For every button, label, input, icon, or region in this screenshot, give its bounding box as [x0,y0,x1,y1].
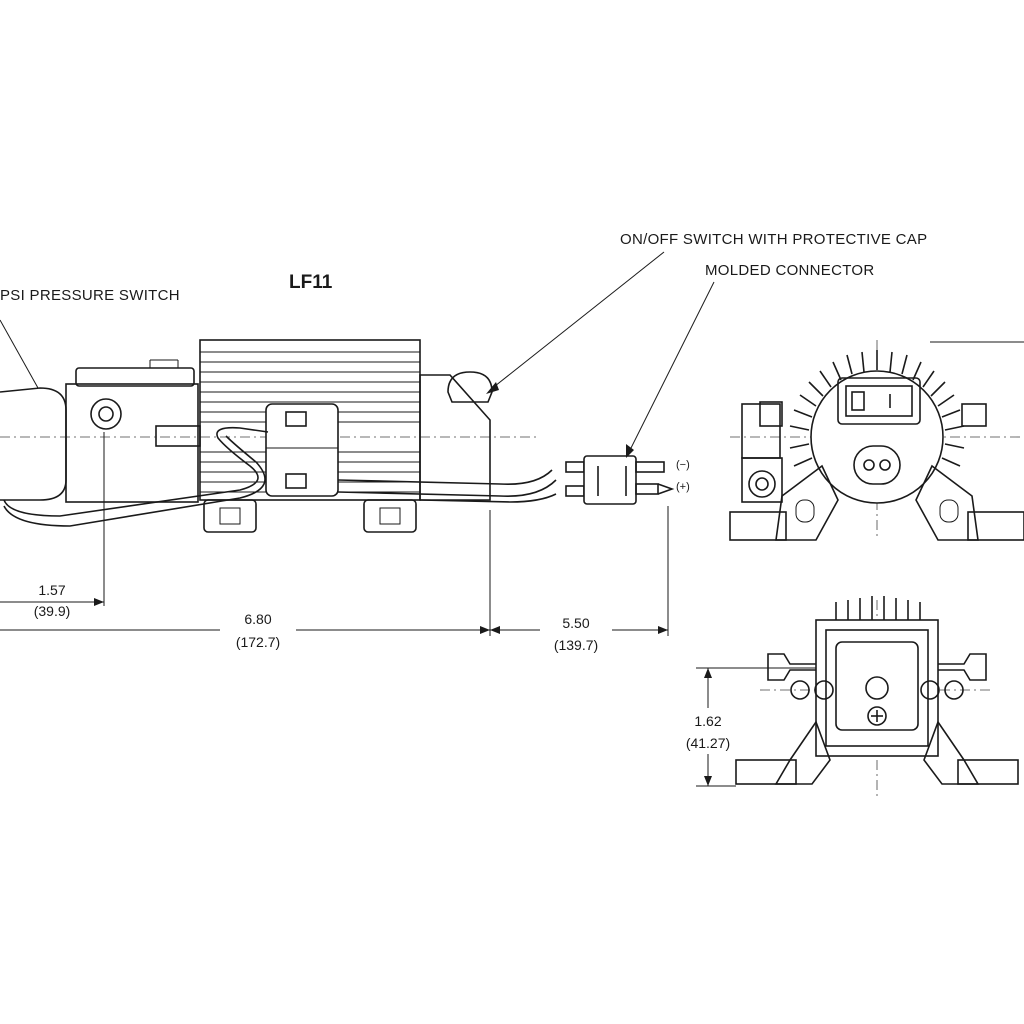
dim-1-inches: 1.57 [38,582,66,598]
dim-3-mm: (139.7) [553,637,599,653]
lead-wire-2 [337,479,557,497]
front-view-foot-left [735,759,797,785]
on-off-switch-leader [489,251,665,391]
connector-socket [853,445,901,485]
lead-wire-1 [337,469,553,486]
model-label: LF11 [289,272,333,293]
front-view-head [815,619,939,757]
pump-housing [65,383,199,503]
dim-4-mm: (41.27) [685,735,731,751]
polarity-positive-label: (+) [676,481,690,493]
front-view-port [865,676,889,700]
dim-4-inches: 1.62 [694,713,722,729]
front-view [696,596,1019,800]
on-off-switch-label: ON/OFF SWITCH WITH PROTECTIVE CAP [620,231,928,248]
pump-housing-top [75,367,195,387]
front-view-foot-right [957,759,1019,785]
wire-loop-b [3,435,266,527]
polarity-negative-label: (−) [676,459,690,471]
mount-foot-left [203,499,257,533]
dim-1-mm: (39.9) [33,603,71,619]
front-view-leg-left [774,720,831,785]
molded-connector-leader [627,281,715,455]
end-view [729,340,1024,541]
dim-2-inches: 6.80 [244,611,272,627]
end-view-foot-right [967,511,1024,541]
pressure-switch-leader [0,319,39,389]
front-view-screw [867,706,887,726]
rocker-switch [837,377,921,425]
front-view-fins [835,596,921,622]
side-view [0,251,715,636]
end-view-leg-left [775,464,839,541]
end-view-port [961,403,987,427]
dim-2-mm: (172.7) [235,634,281,650]
mount-foot-right [363,499,417,533]
front-view-plate [835,641,919,731]
molded-connector [565,455,675,505]
wire-clip [265,403,339,497]
molded-connector-label: MOLDED CONNECTOR [705,262,875,279]
lead-wire-3 [419,493,557,503]
pressure-switch-knob [90,398,122,430]
hose-barb-left [767,653,816,681]
motor-end-cap [419,374,491,501]
end-view-leg-right [915,464,979,541]
dim-3-inches: 5.50 [562,615,590,631]
wire-loop-a [3,426,269,517]
front-view-leg-right [923,720,980,785]
end-view-fins [789,350,965,467]
end-view-foot-left [729,511,787,541]
hose-barb-right [938,653,987,681]
motor-end-circle [810,370,944,504]
end-view-switch-body [741,403,781,459]
pump-port [155,425,201,447]
pressure-switch-label: PSI PRESSURE SWITCH [0,287,180,304]
pump-head [0,387,67,501]
